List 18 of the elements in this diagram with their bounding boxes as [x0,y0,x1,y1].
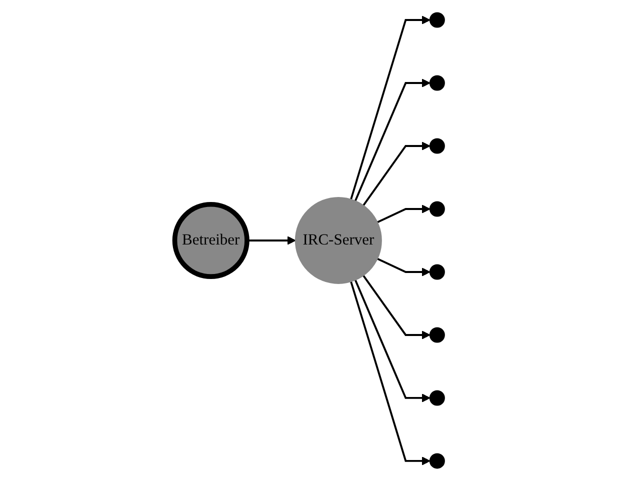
node-circle [430,12,446,28]
arrow [362,142,431,206]
node-circle [430,75,446,91]
node-circle [430,390,446,406]
node-circle [430,327,446,343]
node-circle [430,453,446,469]
node-circle [430,264,446,280]
arrow [377,204,431,224]
node-circle [430,138,446,154]
arrow [350,281,431,466]
arrow [350,16,431,200]
arrow [377,258,431,276]
arrow [362,274,431,340]
arrow [354,280,431,402]
arrow [354,78,431,202]
node-circle: Betreiber [172,202,250,280]
node-circle: IRC-Server [295,197,382,284]
node-circle [430,201,446,217]
